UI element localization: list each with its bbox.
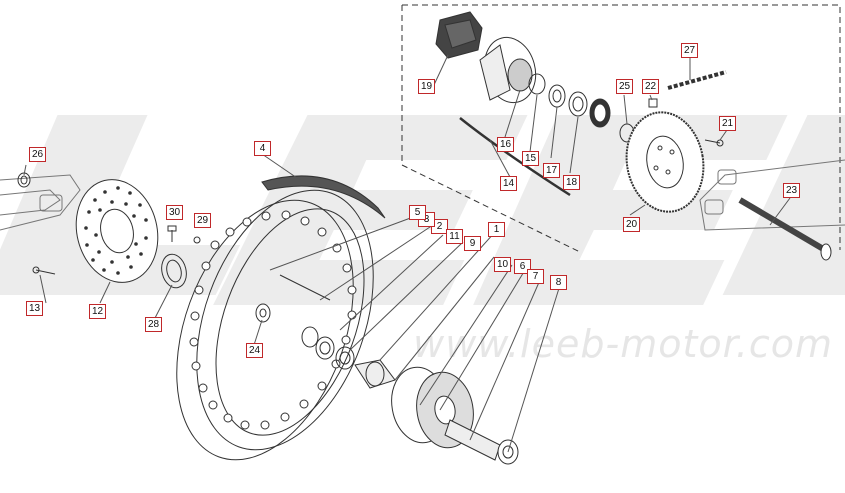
- callout-23[interactable]: 23: [783, 183, 800, 198]
- brake-disc: [75, 179, 159, 283]
- callout-15[interactable]: 15: [522, 151, 539, 166]
- wheel-hub: [391, 366, 519, 465]
- callout-26[interactable]: 26: [29, 147, 46, 162]
- callout-7[interactable]: 7: [527, 269, 544, 284]
- callout-24[interactable]: 24: [246, 343, 263, 358]
- valve-stem: [279, 274, 331, 301]
- callout-27[interactable]: 27: [681, 43, 698, 58]
- callout-17[interactable]: 17: [543, 163, 560, 178]
- callout-29[interactable]: 29: [194, 213, 211, 228]
- callout-25[interactable]: 25: [616, 79, 633, 94]
- chain-guard: [459, 117, 571, 197]
- carrier-bearings: [528, 73, 611, 128]
- callout-6[interactable]: 6: [514, 259, 531, 274]
- callout-18[interactable]: 18: [563, 175, 580, 190]
- callout-5[interactable]: 5: [409, 205, 426, 220]
- callout-10[interactable]: 10: [494, 257, 511, 272]
- callout-11[interactable]: 11: [446, 229, 463, 244]
- inset-frame: [401, 4, 841, 250]
- leader-lines: [23, 153, 561, 453]
- abs-ring: [161, 253, 187, 289]
- callout-19[interactable]: 19: [418, 79, 435, 94]
- sprocket-carrier: [479, 36, 537, 104]
- chain: [667, 70, 727, 90]
- callout-30[interactable]: 30: [166, 205, 183, 220]
- swingarm-left: [0, 174, 81, 231]
- callout-1[interactable]: 1: [488, 222, 505, 237]
- cush-rubbers: [435, 11, 483, 59]
- swingarm-right: [699, 159, 845, 231]
- spacer: [255, 303, 271, 323]
- callout-28[interactable]: 28: [145, 317, 162, 332]
- callout-9[interactable]: 9: [464, 236, 481, 251]
- sprocket-nut: [648, 98, 658, 108]
- callout-16[interactable]: 16: [497, 137, 514, 152]
- callout-8[interactable]: 8: [550, 275, 567, 290]
- callout-22[interactable]: 22: [642, 79, 659, 94]
- callout-20[interactable]: 20: [623, 217, 640, 232]
- rim-band: [261, 175, 386, 219]
- rear-sprocket: [625, 111, 705, 213]
- callout-13[interactable]: 13: [26, 301, 43, 316]
- callout-4[interactable]: 4: [254, 141, 271, 156]
- callout-2[interactable]: 2: [431, 219, 448, 234]
- axle-parts: [301, 326, 396, 389]
- callout-12[interactable]: 12: [89, 304, 106, 319]
- wheel-rim: [176, 189, 374, 461]
- callout-14[interactable]: 14: [500, 176, 517, 191]
- rear-axle: [738, 197, 832, 261]
- callout-21[interactable]: 21: [719, 116, 736, 131]
